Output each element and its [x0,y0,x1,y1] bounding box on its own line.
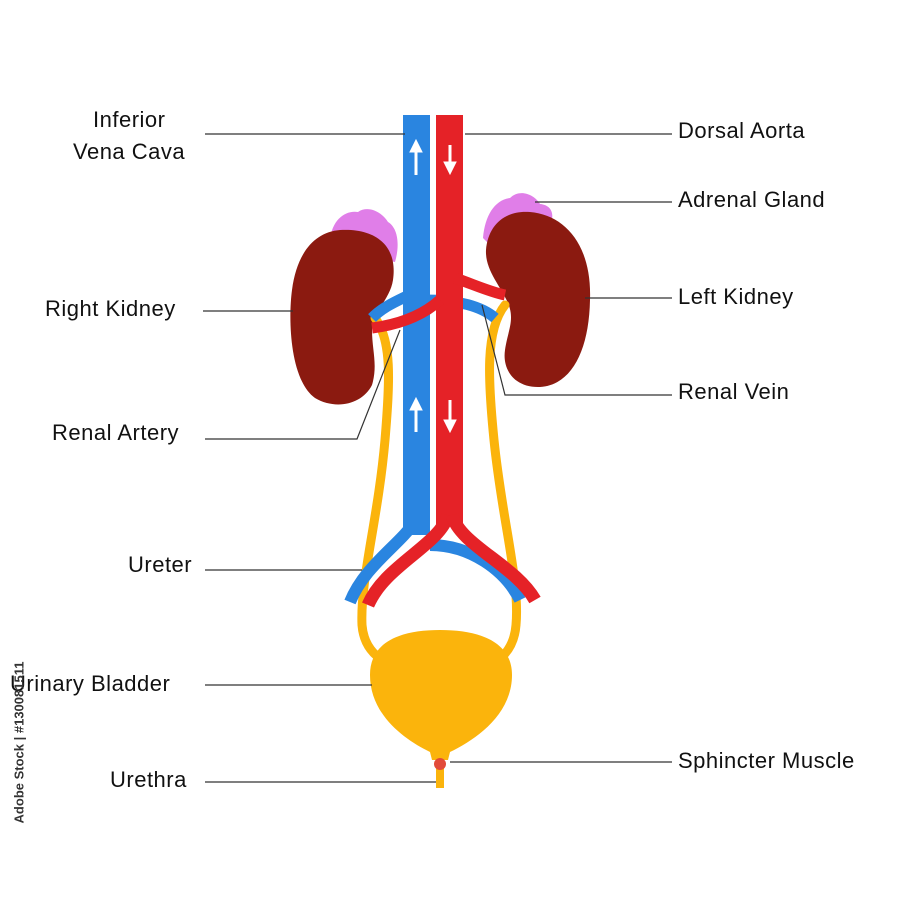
label-sphincter-muscle: Sphincter Muscle [678,748,855,773]
label-left-kidney: Left Kidney [678,284,794,309]
label-ivc-line2: Vena Cava [73,139,186,164]
left-renal-artery [453,272,507,301]
left-kidney [485,211,591,388]
label-ivc-line1: Inferior [93,107,166,132]
dorsal-aorta [436,115,463,525]
sphincter-muscle [434,758,446,770]
urethra [436,758,444,788]
left-iliac-vein [429,539,526,603]
label-urinary-bladder: Urinary Bladder [10,671,171,696]
left-ureter [485,300,522,670]
stock-credit: Adobe Stock | #130081511 [11,661,27,824]
label-ureter: Ureter [128,552,193,577]
right-renal-artery [371,295,444,334]
left-iliac-artery [445,512,541,604]
label-dorsal-aorta: Dorsal Aorta [678,118,806,143]
right-iliac-artery [362,512,455,608]
right-kidney [290,229,394,405]
leader-lines [203,133,672,783]
label-urethra: Urethra [110,767,187,792]
urinary-bladder [370,630,512,760]
flow-arrows [409,138,457,434]
label-renal-vein: Renal Vein [678,379,790,404]
label-renal-artery: Renal Artery [52,420,180,445]
label-right-kidney: Right Kidney [45,296,176,321]
label-adrenal-gland: Adrenal Gland [678,187,826,212]
